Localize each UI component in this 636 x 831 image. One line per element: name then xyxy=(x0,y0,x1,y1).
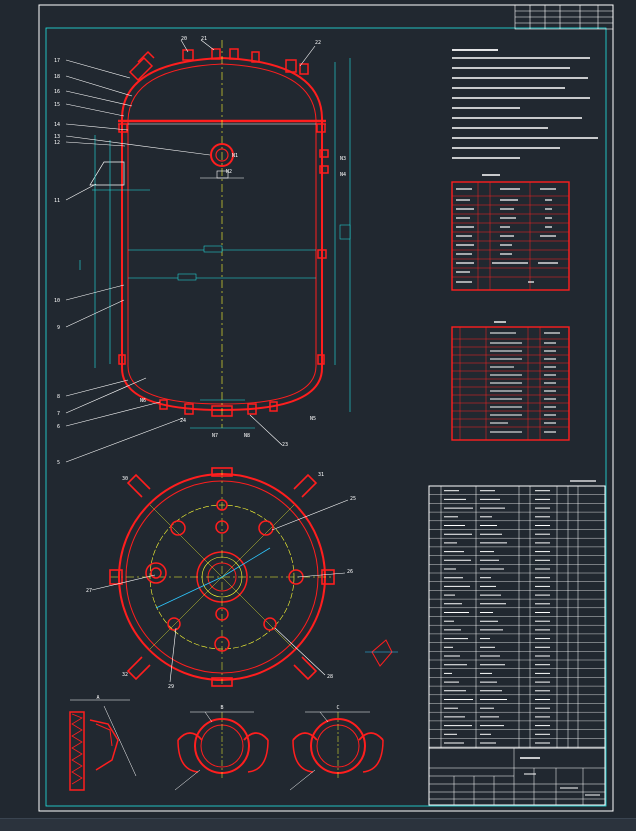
part-number-label: 18 xyxy=(54,74,60,80)
part-number-label: 5 xyxy=(57,460,60,466)
part-leaders-left xyxy=(65,39,316,463)
part-number-label: 7 xyxy=(57,411,60,417)
vessel-shell-outer xyxy=(121,56,323,412)
nozzle-tag-label: N5 xyxy=(310,416,316,422)
detail-view-b xyxy=(174,711,269,791)
sheet-inner-border xyxy=(45,27,607,807)
nozzle-tag-label: N7 xyxy=(212,433,218,439)
plan-part-label: 31 xyxy=(318,472,324,478)
shell-manhole-outer xyxy=(210,143,234,167)
view-label: C xyxy=(336,705,339,711)
detail-jacket-section xyxy=(69,699,137,791)
part-number-label: 14 xyxy=(54,122,60,128)
nozzle-tag-label: N6 xyxy=(140,398,146,404)
plan-part-label: 26 xyxy=(347,569,353,575)
part-number-label: 10 xyxy=(54,298,60,304)
part-number-label: 6 xyxy=(57,424,60,430)
plan-part-label: 29 xyxy=(168,684,174,690)
nozzle-tag-label: N2 xyxy=(226,169,232,175)
bottom-status-bar xyxy=(0,818,636,831)
plan-part-label: 27 xyxy=(86,588,92,594)
nozzle-label: 20 xyxy=(181,36,187,42)
plan-part-label: 30 xyxy=(122,476,128,482)
nozzle-tag-label: N4 xyxy=(340,172,346,178)
detail-view-c xyxy=(289,711,384,791)
part-number-label: 8 xyxy=(57,394,60,400)
nozzle-label: 23 xyxy=(282,442,288,448)
part-number-label: 13 xyxy=(54,134,60,140)
nozzle-tag-label: N8 xyxy=(244,433,250,439)
view-label: A xyxy=(96,695,99,701)
sheet-outer-border xyxy=(38,4,614,812)
revision-block xyxy=(514,4,614,30)
vessel-shell-inner xyxy=(127,63,317,405)
nozzle-table xyxy=(451,321,570,441)
nozzle-label: 22 xyxy=(315,40,321,46)
part-number-label: 11 xyxy=(54,198,60,204)
nozzle-tag-label: N3 xyxy=(340,156,346,162)
nozzle-label: 24 xyxy=(180,418,186,424)
part-number-label: 12 xyxy=(54,140,60,146)
plan-leaders xyxy=(91,499,349,683)
nozzle-tag-label: N1 xyxy=(232,153,238,159)
title-block xyxy=(428,747,606,806)
technical-notes xyxy=(452,49,598,159)
plan-part-label: 25 xyxy=(350,496,356,502)
plan-part-label: 28 xyxy=(327,674,333,680)
part-number-label: 16 xyxy=(54,89,60,95)
vessel-elevation xyxy=(79,40,351,429)
part-number-label: 15 xyxy=(54,102,60,108)
design-data-table xyxy=(451,174,570,291)
bill-of-materials xyxy=(428,480,606,749)
part-number-label: 17 xyxy=(54,58,60,64)
plan-part-label: 32 xyxy=(122,672,128,678)
nozzle-label: 21 xyxy=(201,36,207,42)
part-number-label: 9 xyxy=(57,325,60,331)
view-label: B xyxy=(220,705,223,711)
detail-small-flange xyxy=(365,639,398,667)
